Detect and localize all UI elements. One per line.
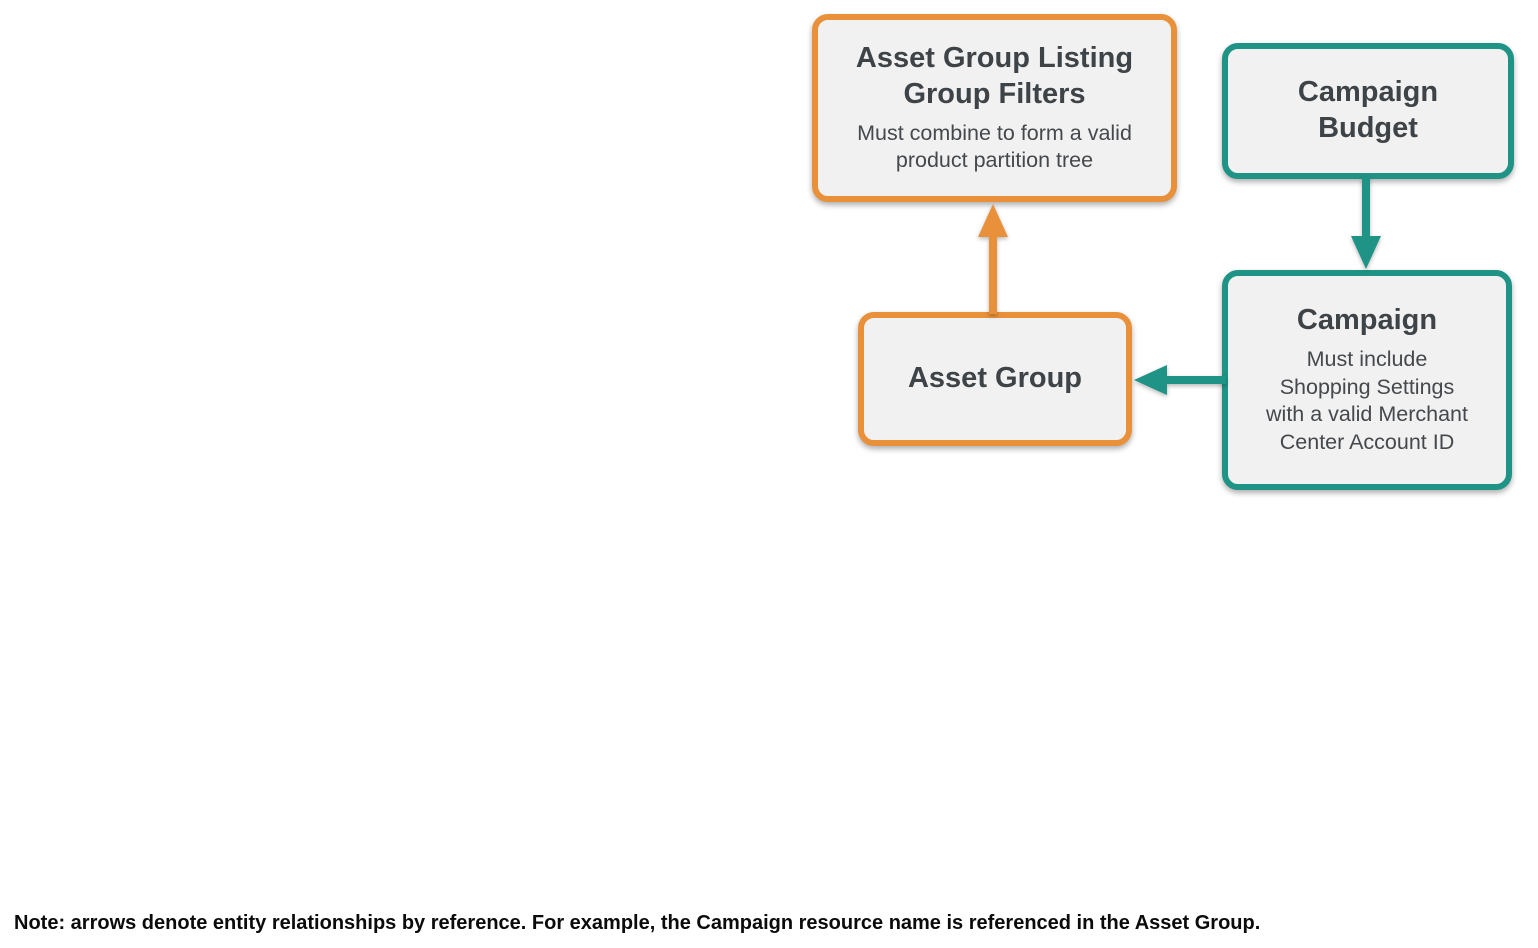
footnote-text: Note: arrows denote entity relationships…: [14, 912, 1261, 934]
arrow-shaft: [1362, 177, 1370, 238]
node-campaign: Campaign Must include Shopping Settings …: [1222, 270, 1512, 490]
node-asset-group-listing-group-filters: Asset Group Listing Group Filters Must c…: [812, 14, 1177, 202]
arrowhead-left-icon: [1134, 365, 1167, 395]
arrow-shaft: [989, 235, 997, 314]
arrow-campaign-to-asset-group: [1134, 362, 1226, 398]
node-campaign-budget: Campaign Budget: [1222, 43, 1514, 179]
node-subtitle-campaign: Must include Shopping Settings with a va…: [1266, 346, 1468, 455]
node-subtitle-asset-group-listing-group-filters: Must combine to form a valid product par…: [857, 120, 1132, 173]
node-title-campaign: Campaign: [1296, 303, 1438, 336]
node-title-campaign-budget: Campaign Budget: [1297, 76, 1439, 144]
node-asset-group: Asset Group: [858, 312, 1132, 446]
arrow-shaft: [1165, 376, 1226, 384]
node-title-asset-group: Asset Group: [907, 362, 1083, 395]
arrowhead-down-icon: [1351, 236, 1381, 269]
arrow-asset-group-to-listing-group-filters: [975, 204, 1011, 314]
node-title-asset-group-listing-group-filters: Asset Group Listing Group Filters: [855, 41, 1134, 110]
arrow-campaign-budget-to-campaign: [1348, 177, 1384, 269]
arrowhead-up-icon: [978, 204, 1008, 237]
